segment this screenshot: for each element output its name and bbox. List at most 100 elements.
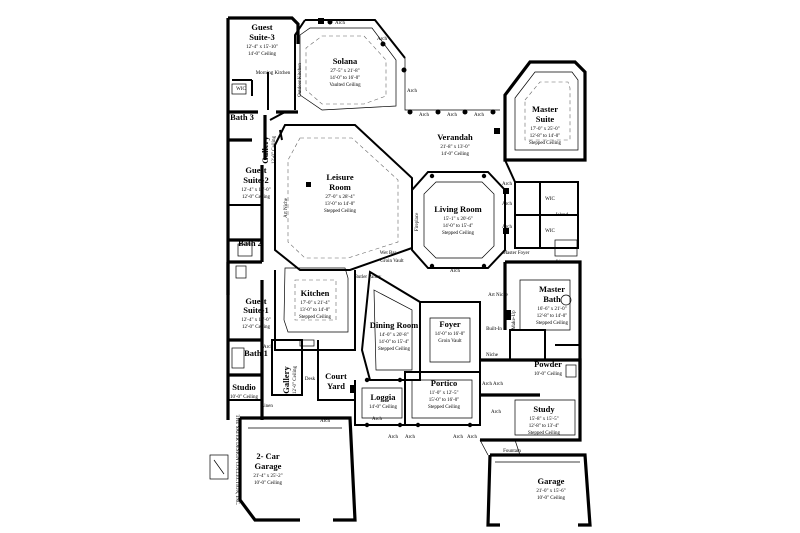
room-master-bath: Master Bath 16'-6" x 21'-0" 12'-8" to 14… — [536, 284, 569, 326]
room-name: Guest — [251, 22, 272, 32]
room-living-room: Living Room 15'-1" x 20'-6" 14'-0" to 15… — [434, 204, 481, 236]
room-ceiling: 14'-0" to 16'-0" — [330, 76, 361, 81]
room-ceiling: 15'-0" to 16'-0" — [429, 398, 460, 403]
room-bath-1: Bath 1 — [244, 348, 268, 358]
room-ceiling: 14'-0" Ceiling — [248, 52, 277, 57]
room-ceiling: 14'-0" to 16'-0" — [435, 332, 466, 337]
room-dims: 12'-4" x 14'-0" — [241, 188, 270, 193]
columns — [306, 18, 511, 428]
make-up-label: Make-Up — [512, 310, 517, 330]
room-dims: 12'-4" x 15'-0" — [241, 318, 270, 323]
room-master-suite: Master Suite 17'-0" x 25'-0" 12'-8" to 1… — [529, 104, 562, 146]
arch-label: Arch — [447, 113, 457, 118]
room-ceiling: 13'-0" to 14'-0" — [300, 308, 331, 313]
room-leisure-room: Leisure Room 27'-0" x 28'-4" 13'-0" to 1… — [324, 172, 357, 214]
room-name: Yard — [327, 381, 345, 391]
arch-label: Arch — [263, 345, 273, 350]
room-name: Master — [532, 104, 558, 114]
butler-pantry-label: Butler Pantry — [355, 275, 382, 280]
arch-label: Arch — [467, 435, 477, 440]
room-gallery-lower: Gallery 12'-0" Ceiling — [281, 365, 298, 394]
outdoor-kitchen-label: Outdoor Kitchen — [298, 63, 303, 97]
room-powder: Powder 10'-0" Ceiling — [534, 359, 563, 377]
room-dims: 21'-8" x 13'-0" — [440, 145, 469, 150]
room-dims: 14'-0" x 20'-8" — [379, 333, 408, 338]
room-name: Suite — [536, 114, 555, 124]
room-dims: 12'-4" x 15'-10" — [246, 45, 278, 50]
niche-label: Niche — [486, 353, 499, 358]
wic-label: WIC — [545, 229, 555, 234]
wic-label: WIC — [236, 87, 246, 92]
room-ceiling-type: Stepped Ceiling — [528, 431, 561, 436]
room-ceiling: 12'-8" to 13'-4" — [529, 424, 560, 429]
room-foyer: Foyer 14'-0" to 16'-0" Groin Vault — [435, 319, 466, 344]
room-ceiling: 14'-0" to 15'-4" — [443, 224, 474, 229]
art-niche-label: Art Niche — [284, 197, 289, 218]
morning-kitchen-label: Morning Kitchen — [256, 71, 291, 76]
room-name: Suite-2 — [243, 175, 269, 185]
room-ceiling-type: Stepped Ceiling — [536, 321, 569, 326]
fountain-label: Fountain — [503, 449, 521, 454]
built-in-label: Built-In — [486, 327, 502, 332]
annotations: Arch Arch Arch Arch Arch Arch Arch Arch … — [234, 21, 569, 505]
room-name: Gallery — [260, 136, 270, 164]
arch-label: Arch — [372, 417, 382, 422]
room-name: Portico — [431, 378, 457, 388]
arch-label: Arch — [493, 382, 503, 387]
arch-label: Arch — [502, 202, 512, 207]
arch-label: Arch — [320, 419, 330, 424]
groin-vault-label: Groin Vault — [380, 259, 404, 264]
room-dims: 16'-6" x 21'-0" — [537, 307, 566, 312]
room-name: 2- Car — [256, 451, 280, 461]
room-name: Loggia — [370, 392, 396, 402]
room-ceiling: 14'-0" to 15'-4" — [379, 340, 410, 345]
room-name: Dining Room — [370, 320, 418, 330]
room-name: Bath — [543, 294, 561, 304]
room-ceiling: 12'-0" Ceiling — [242, 195, 271, 200]
room-name: Garage — [538, 476, 565, 486]
room-ceiling: 14'-0" Ceiling — [369, 405, 398, 410]
room-ceiling-type: Stepped Ceiling — [428, 405, 461, 410]
room-dims: 11'-0" x 12'-5" — [429, 391, 458, 396]
room-name: Garage — [255, 461, 282, 471]
room-labels: Guest Suite-3 12'-4" x 15'-10" 14'-0" Ce… — [230, 22, 569, 501]
room-name: Suite-1 — [243, 305, 269, 315]
room-ceiling: 12'-8" to 14'-0" — [530, 134, 561, 139]
fixtures — [209, 83, 578, 480]
room-ceiling-type: Stepped Ceiling — [324, 209, 357, 214]
room-ceiling: 10'-0" Ceiling — [230, 395, 259, 400]
room-dims: 21'-4" x 25'-2" — [253, 474, 282, 479]
arch-label: Arch — [388, 435, 398, 440]
room-dims: 17'-0" x 25'-0" — [530, 127, 559, 132]
room-name: Solana — [333, 56, 358, 66]
room-guest-suite-2: Guest Suite-2 12'-4" x 14'-0" 12'-0" Cei… — [241, 165, 270, 200]
room-name: Studio — [232, 382, 256, 392]
room-studio: Studio 10'-0" Ceiling — [230, 382, 259, 400]
room-ceiling-type: Groin Vault — [438, 339, 462, 344]
room-bath-3: Bath 3 — [230, 112, 254, 122]
arch-label: Arch — [502, 225, 512, 230]
room-ceiling: 10'-0" Ceiling — [537, 496, 566, 501]
arch-label: Arch — [502, 182, 512, 187]
room-ceiling: 12'-8" to 14'-0" — [537, 314, 568, 319]
room-loggia: Loggia 14'-0" Ceiling — [369, 392, 398, 410]
room-verandah: Verandah 21'-8" x 13'-0" 14'-0" Ceiling — [437, 132, 473, 157]
room-name: Guest — [245, 165, 266, 175]
room-dims: 27'-0" x 28'-4" — [325, 195, 354, 200]
room-garage: Garage 21'-0" x 15'-6" 10'-0" Ceiling — [536, 476, 565, 501]
master-foyer-label: Master Foyer — [503, 251, 530, 256]
linen-label: Linen — [261, 404, 273, 409]
linen-label: Linen — [556, 260, 568, 265]
arch-label: Arch — [419, 113, 429, 118]
room-study: Study 15'-8" x 15'-5" 12'-8" to 13'-4" S… — [528, 404, 561, 436]
room-ceiling-type: Stepped Ceiling — [442, 231, 475, 236]
room-ceiling: 10'-0" Ceiling — [254, 481, 283, 486]
room-name: Room — [329, 182, 351, 192]
room-court-yard: Court Yard — [325, 371, 347, 391]
room-ceiling: 12'-0" Ceiling — [293, 365, 298, 394]
room-name: Kitchen — [301, 288, 330, 298]
wic-label: WIC — [545, 197, 555, 202]
room-name: Study — [533, 404, 555, 414]
room-kitchen: Kitchen 17'-0" x 21'-4" 13'-0" to 14'-0"… — [299, 288, 332, 320]
